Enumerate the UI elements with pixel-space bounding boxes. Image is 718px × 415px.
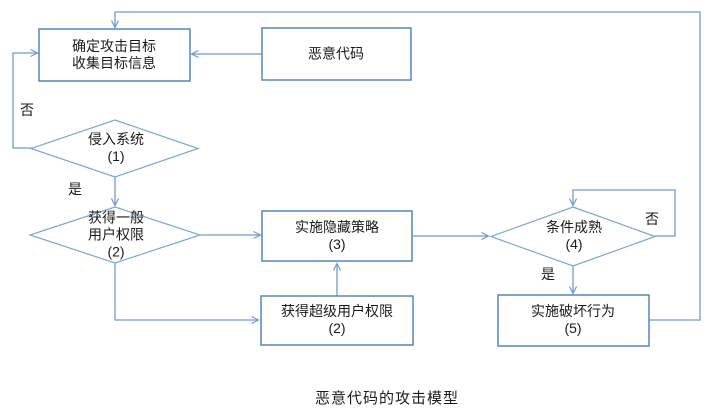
decision-gain-normal-privilege-diamond [28,206,202,264]
diagram-caption: 恶意代码的攻击模型 [314,390,460,407]
edge-intrude-no-loop-to-determine-target [12,53,37,149]
edge-gain-normal-privilege-to-gain-super-privilege [114,263,258,320]
node-gain-super-privilege-box [260,295,414,346]
node-destructive-action-box [497,294,650,347]
node-determine-target-box [38,28,191,82]
decision-intrude-system-diamond [29,119,200,178]
decision-condition-mature-diamond [489,206,657,267]
edge-condition-no-loop [573,189,676,237]
edge-destructive-action-feedback-to-determine-target [115,11,701,321]
node-hiding-strategy-box [261,210,413,262]
node-malicious-code-box [261,27,412,81]
